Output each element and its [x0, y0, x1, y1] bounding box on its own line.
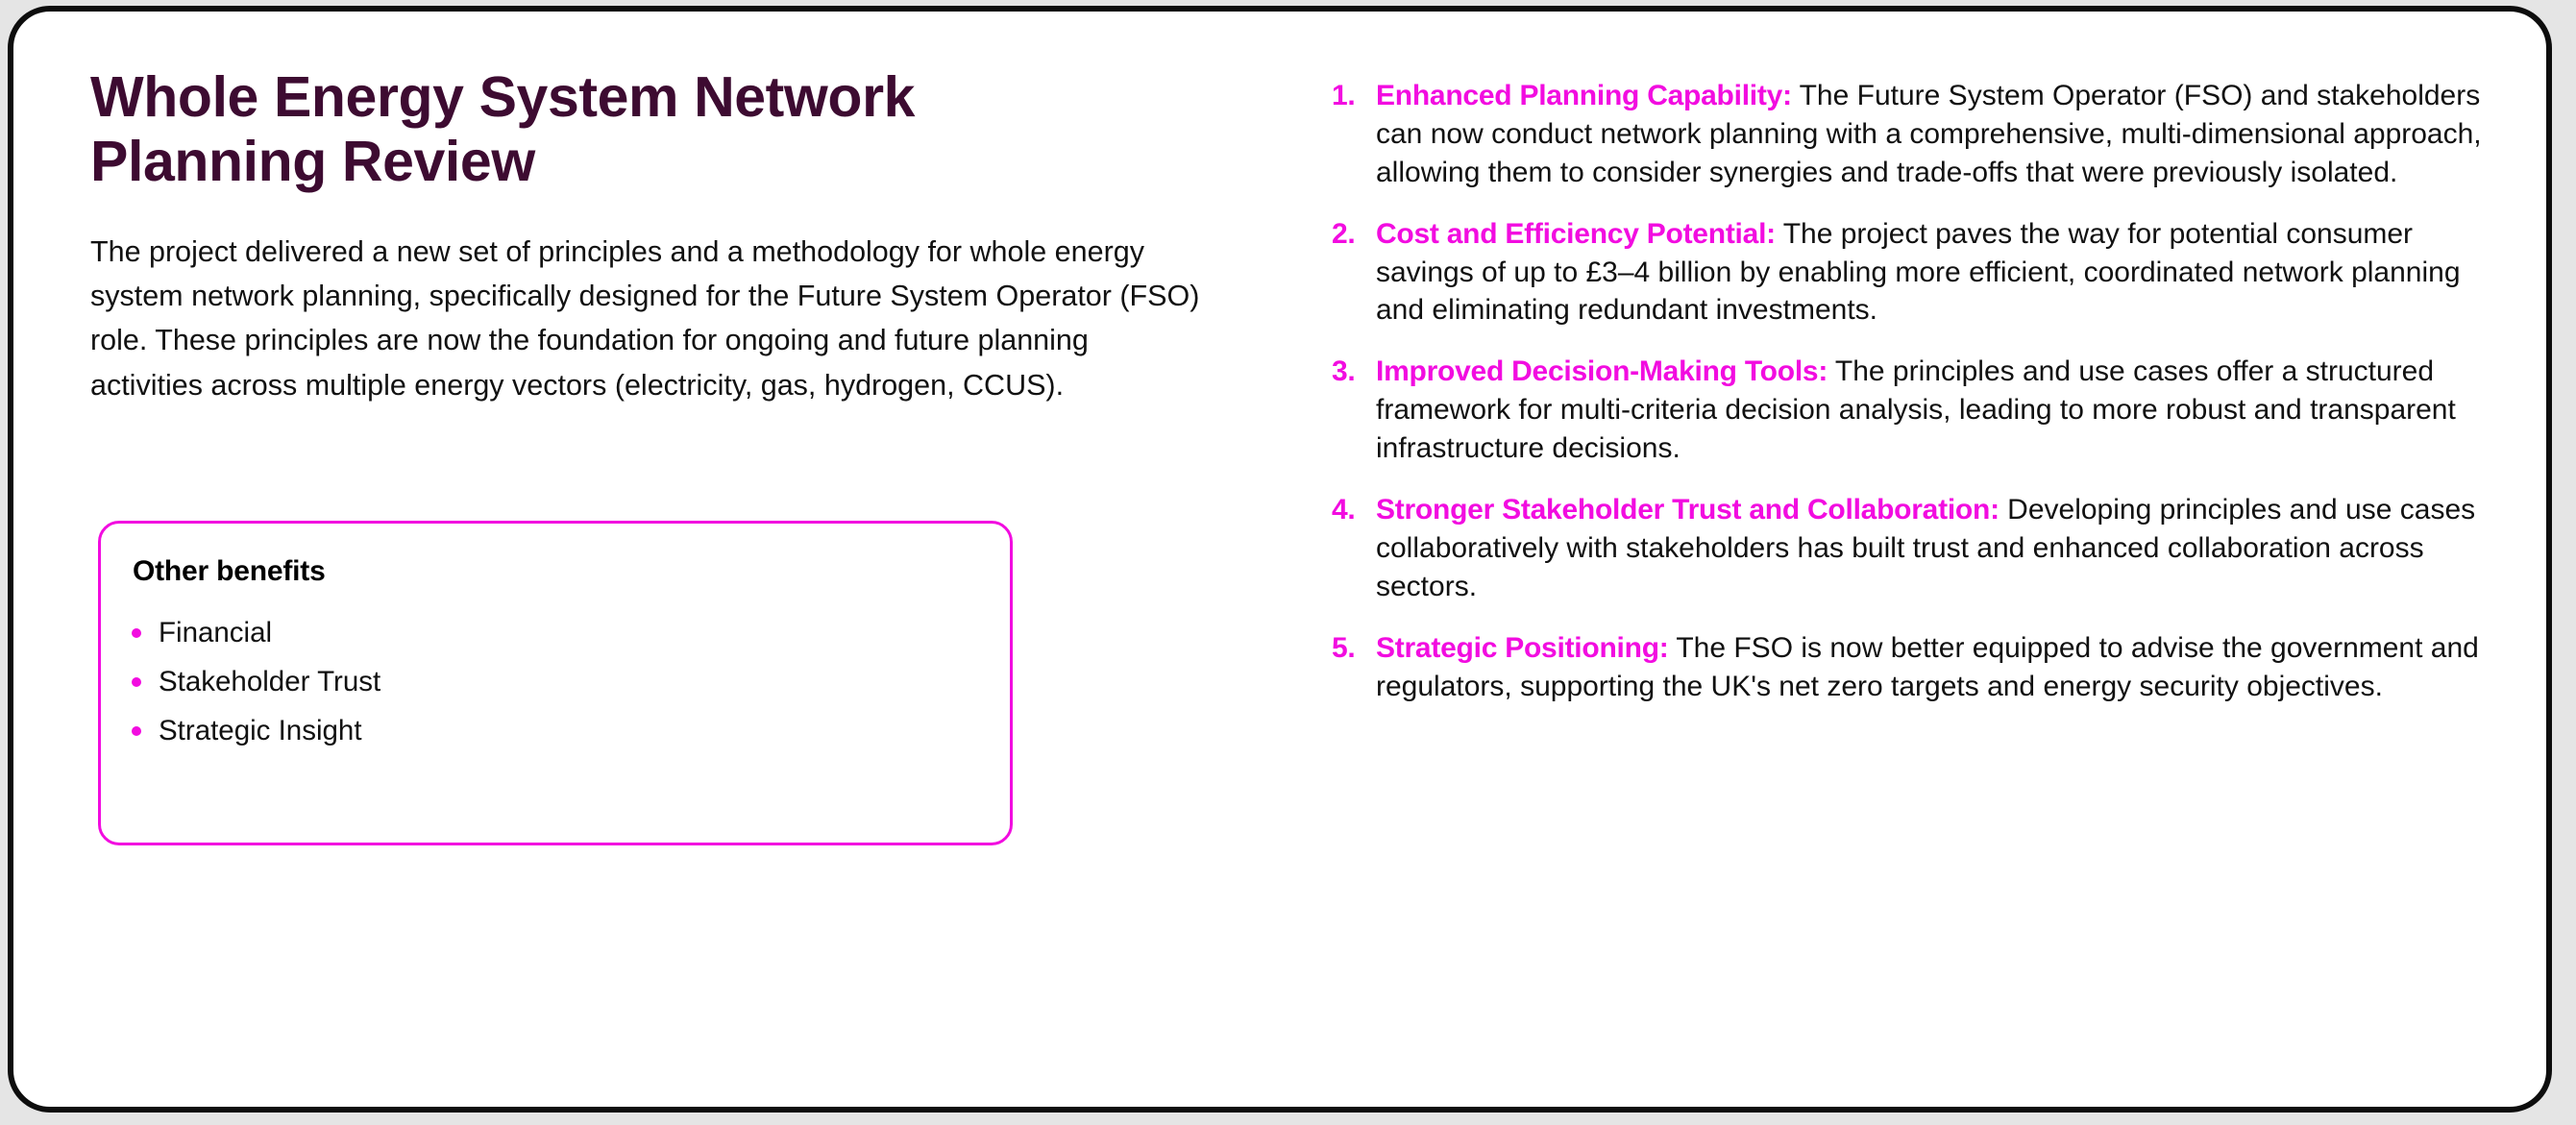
bullet-dot-icon [132, 676, 141, 687]
slide-content: Whole Energy System Network Planning Rev… [13, 12, 2546, 1107]
outcome-heading: Improved Decision-Making Tools: [1376, 355, 1828, 388]
outcomes-list: 1. Enhanced Planning Capability: The Fut… [1332, 77, 2514, 705]
outcome-body: Strategic Positioning: The FSO is now be… [1376, 629, 2514, 706]
outcome-body: Cost and Efficiency Potential: The proje… [1376, 215, 2514, 330]
benefit-label: Strategic Insight [159, 714, 362, 746]
right-column: 1. Enhanced Planning Capability: The Fut… [1332, 77, 2514, 705]
list-item: 5. Strategic Positioning: The FSO is now… [1332, 629, 2514, 706]
outcome-body: Stronger Stakeholder Trust and Collabora… [1376, 491, 2514, 606]
outcome-heading: Cost and Efficiency Potential: [1376, 217, 1776, 250]
bullet-dot-icon [132, 725, 141, 736]
outcome-text: The principles and use cases offer a str… [1376, 355, 2456, 465]
list-item: 4. Stronger Stakeholder Trust and Collab… [1332, 491, 2514, 606]
page-title: Whole Energy System Network Planning Rev… [90, 65, 916, 194]
outcome-text: The FSO is now better equipped to advise… [1376, 631, 2479, 702]
outcome-body: Improved Decision-Making Tools: The prin… [1376, 353, 2514, 468]
list-item: 2. Cost and Efficiency Potential: The pr… [1332, 215, 2514, 330]
left-column: Whole Energy System Network Planning Rev… [90, 65, 1224, 407]
list-item: Strategic Insight [128, 706, 380, 755]
outcome-number: 4. [1332, 494, 1356, 526]
other-benefits-box: Other benefits Financial Stakeholder Tru… [98, 521, 1013, 845]
list-item: 1. Enhanced Planning Capability: The Fut… [1332, 77, 2514, 192]
benefit-label: Financial [159, 616, 273, 648]
other-benefits-list: Financial Stakeholder Trust Strategic In… [128, 608, 380, 755]
benefit-label: Stakeholder Trust [159, 665, 381, 697]
outcome-heading: Enhanced Planning Capability: [1376, 80, 1792, 111]
outcome-number: 3. [1332, 355, 1356, 388]
outcome-text: The Future System Operator (FSO) and sta… [1376, 80, 2482, 188]
outcome-heading: Stronger Stakeholder Trust and Collabora… [1376, 494, 1999, 526]
list-item: Financial [128, 608, 380, 657]
outcome-text: Developing principles and use cases coll… [1376, 494, 2476, 602]
outcome-number: 2. [1332, 217, 1356, 250]
bullet-dot-icon [132, 627, 141, 638]
outcome-body: Enhanced Planning Capability: The Future… [1376, 77, 2514, 192]
list-item: 3. Improved Decision-Making Tools: The p… [1332, 353, 2514, 468]
slide-card: Whole Energy System Network Planning Rev… [8, 6, 2552, 1113]
outcome-text: The project paves the way for potential … [1376, 217, 2461, 327]
outcome-number: 1. [1332, 80, 1356, 111]
intro-paragraph: The project delivered a new set of princ… [90, 234, 1200, 402]
other-benefits-title: Other benefits [133, 555, 326, 587]
list-item: Stakeholder Trust [128, 657, 380, 706]
outcome-heading: Strategic Positioning: [1376, 631, 1669, 664]
outcome-number: 5. [1332, 631, 1356, 664]
